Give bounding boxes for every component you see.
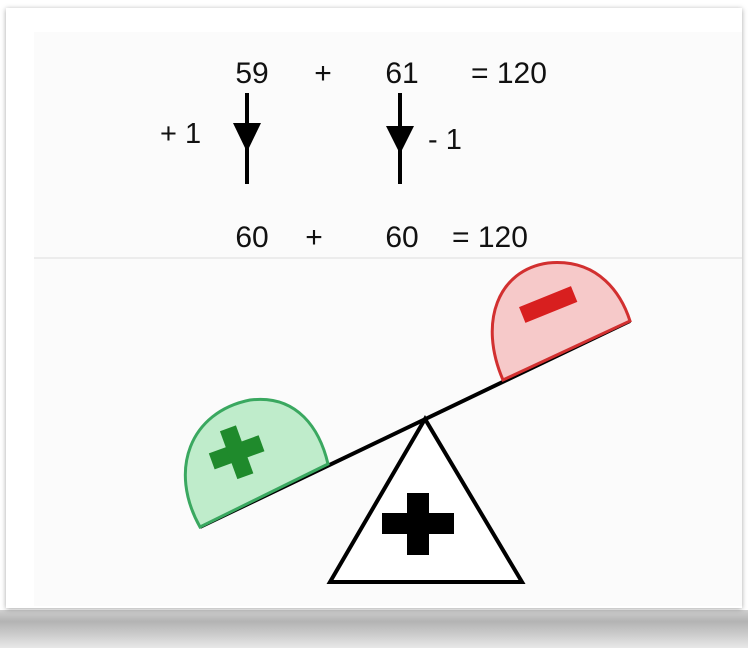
top-sum: = 120	[471, 57, 547, 90]
minus-bowl-shape	[492, 263, 630, 380]
top-addend-a: 59	[235, 57, 268, 90]
bottom-addend-a: 60	[235, 221, 268, 254]
down-arrow-icon	[233, 93, 261, 184]
left-adjustment-label: + 1	[160, 118, 201, 150]
bottom-plus-sign: +	[305, 221, 323, 254]
plus-bowl	[185, 399, 328, 527]
top-plus-sign: +	[314, 57, 332, 90]
minus-bowl	[492, 263, 630, 380]
top-addend-b: 61	[385, 57, 418, 90]
plus-bowl-shape	[185, 399, 328, 527]
bottom-addend-b: 60	[385, 221, 418, 254]
fulcrum-triangle	[330, 419, 522, 582]
bottom-sum: = 120	[452, 221, 528, 254]
right-adjustment-label: - 1	[428, 124, 462, 156]
down-arrow-icon	[386, 93, 414, 184]
